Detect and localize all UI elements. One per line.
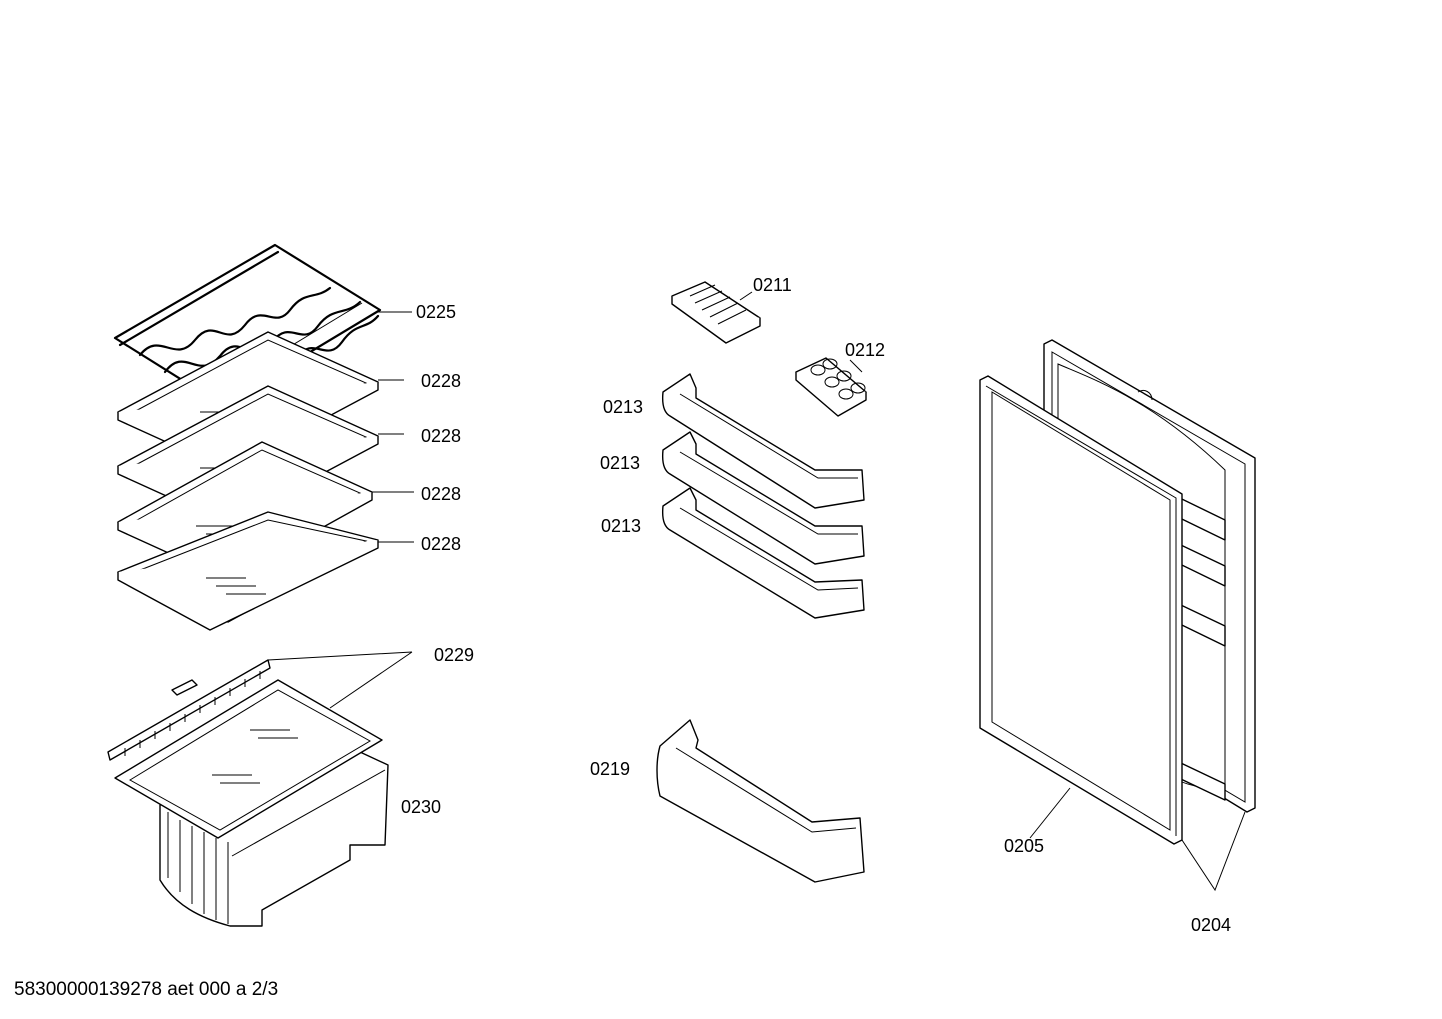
label-0213-3: 0213 xyxy=(601,516,641,536)
label-0225: 0225 xyxy=(416,302,456,322)
label-0212: 0212 xyxy=(845,340,885,360)
part-labels: 0225 0228 0228 0228 0228 0229 0230 0211 … xyxy=(401,275,1231,935)
door-gasket-0205 xyxy=(979,375,1183,845)
label-0228-1: 0228 xyxy=(421,371,461,391)
label-0213-1: 0213 xyxy=(603,397,643,417)
leader-lines xyxy=(267,291,1246,892)
glass-cover-0229 xyxy=(107,659,383,839)
label-0204: 0204 xyxy=(1191,915,1231,935)
egg-tray-0212 xyxy=(795,357,867,417)
label-0228-2: 0228 xyxy=(421,426,461,446)
label-0228-3: 0228 xyxy=(421,484,461,504)
door-shelf-0213-3 xyxy=(661,487,865,619)
label-0230: 0230 xyxy=(401,797,441,817)
glass-shelf-0228-4 xyxy=(117,511,379,631)
label-0229: 0229 xyxy=(434,645,474,665)
door-shelf-0213-2 xyxy=(661,431,865,565)
label-0205: 0205 xyxy=(1004,836,1044,856)
door-shelf-0213-1 xyxy=(661,373,865,509)
label-0213-2: 0213 xyxy=(600,453,640,473)
ice-tray-0211 xyxy=(671,281,761,344)
label-0228-4: 0228 xyxy=(421,534,461,554)
bottle-shelf-0219 xyxy=(656,719,865,883)
label-0211: 0211 xyxy=(753,275,792,295)
document-code: 58300000139278 aet 000 a 2/3 xyxy=(14,979,279,1000)
label-0219: 0219 xyxy=(590,759,630,779)
